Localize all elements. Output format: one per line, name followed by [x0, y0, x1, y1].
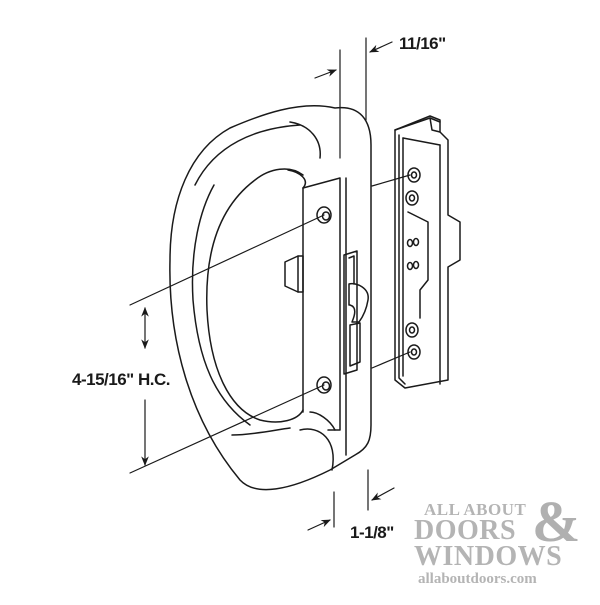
handle-icon — [169, 105, 372, 491]
latch-hook-icon — [343, 250, 369, 375]
watermark-logo: & ALL ABOUT DOORS WINDOWS allaboutdoors.… — [414, 493, 584, 588]
keeper-plate-icon — [394, 115, 461, 389]
logo-url: allaboutdoors.com — [418, 571, 537, 587]
hc-dimension-lines — [129, 214, 325, 474]
logo-line-doors: DOORS — [414, 515, 517, 546]
lock-tab-icon — [284, 255, 304, 293]
alignment-lines — [371, 174, 411, 369]
logo-line-windows: WINDOWS — [414, 541, 563, 572]
dimension-thickness-label: 11/16" — [399, 34, 446, 53]
logo-ampersand: & — [532, 489, 581, 554]
top-dimension-lines — [314, 37, 393, 159]
dimension-hole-center-label: 4-15/16" H.C. — [72, 370, 170, 389]
logo-line-all-about: ALL ABOUT — [424, 500, 527, 519]
dimension-depth-label: 1-1/8" — [350, 523, 394, 542]
bottom-dimension-lines — [307, 469, 395, 531]
